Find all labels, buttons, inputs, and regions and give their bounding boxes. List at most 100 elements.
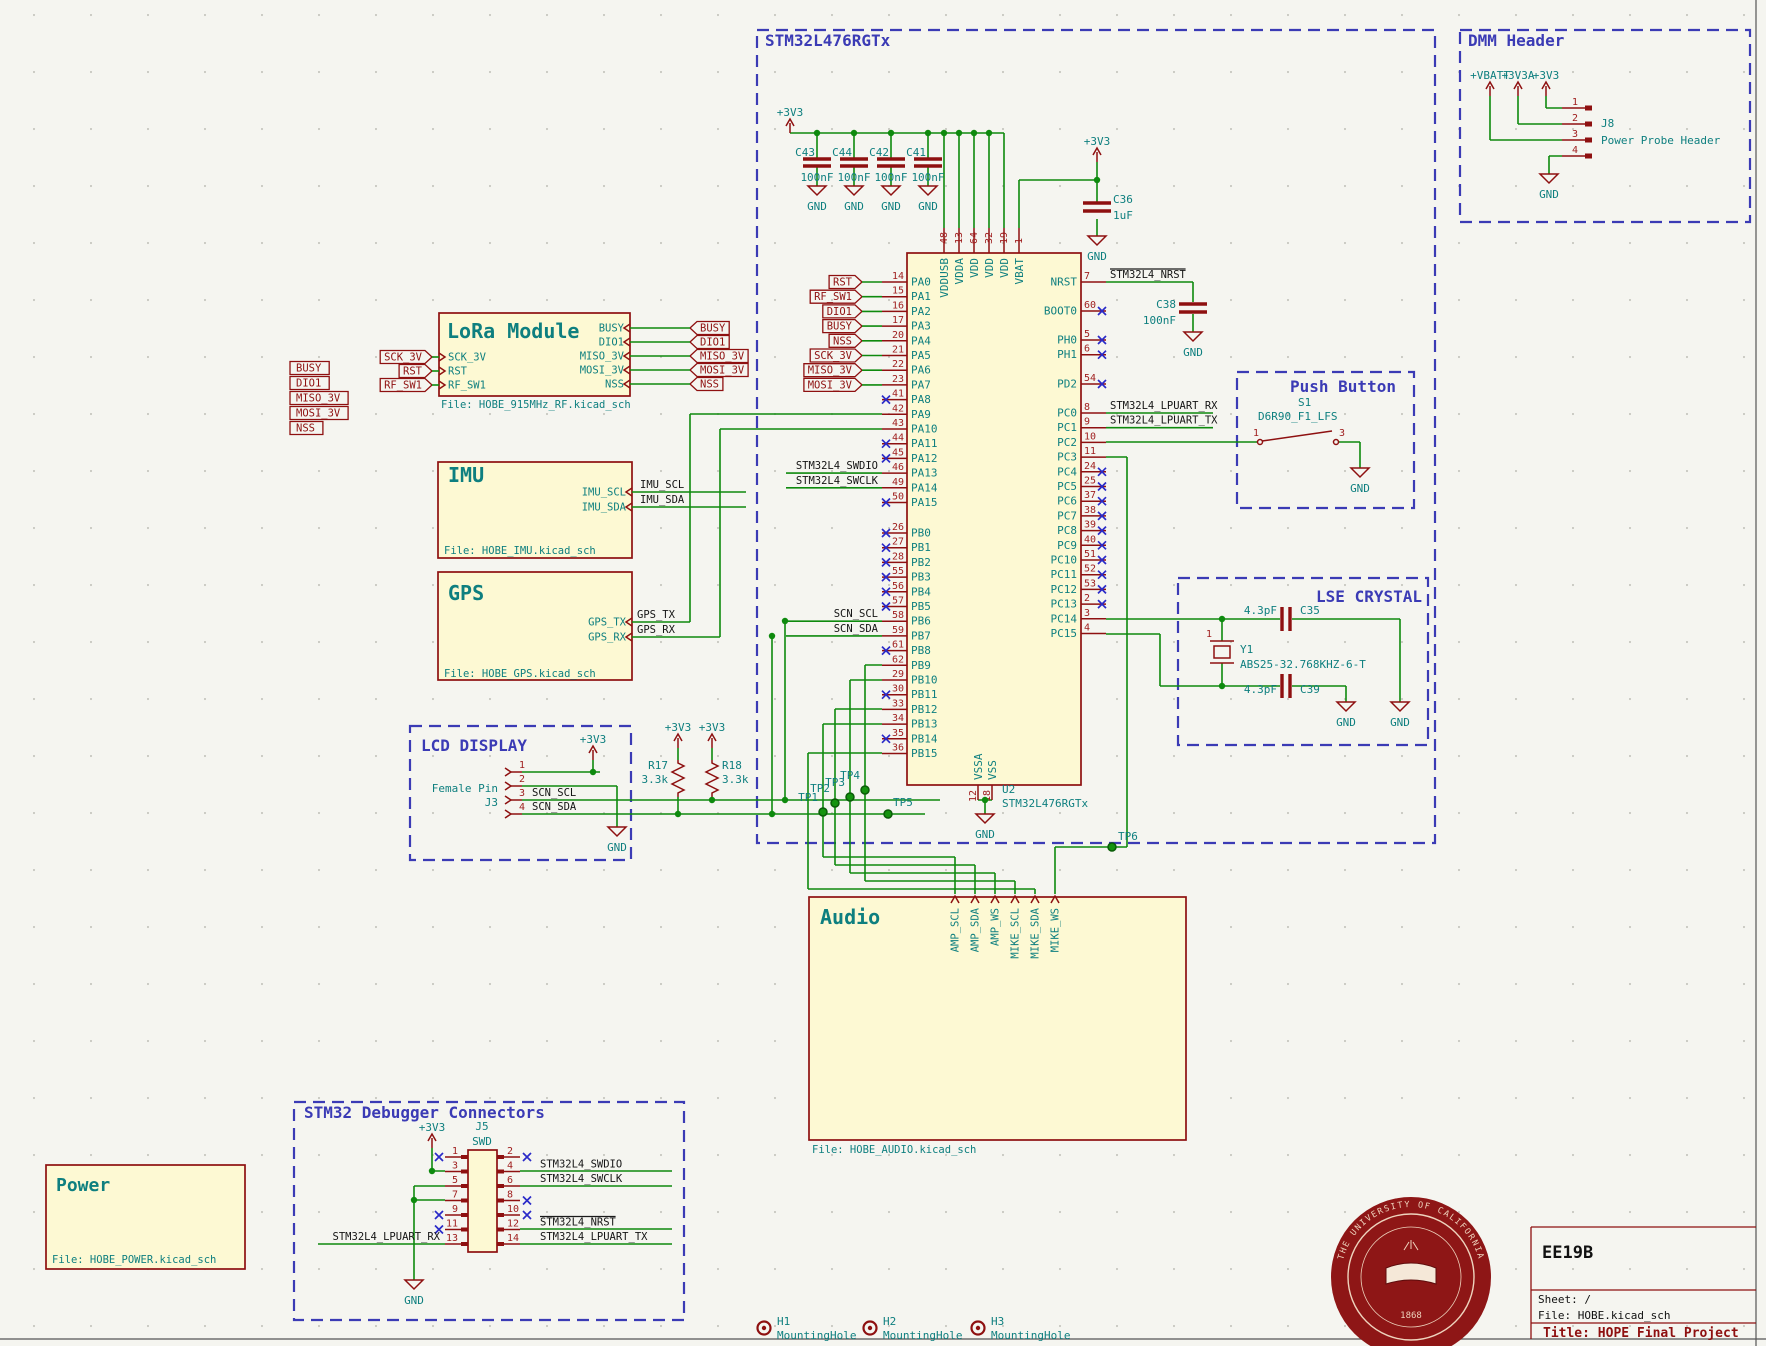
crystal-body[interactable]: [1213, 645, 1231, 659]
sheet-gps[interactable]: [437, 571, 633, 681]
hier-label[interactable]: SCK_3V: [384, 352, 423, 364]
switch-contact-left[interactable]: [1256, 438, 1264, 446]
switch-contact-right[interactable]: [1332, 438, 1340, 446]
hier-label-shape[interactable]: [828, 274, 863, 290]
hier-label-shape[interactable]: [822, 318, 863, 334]
net-label[interactable]: STM32L4_SWCLK: [796, 475, 879, 487]
hier-label[interactable]: MISO_3V: [808, 365, 853, 377]
net-label[interactable]: IMU_SCL: [640, 479, 684, 491]
resistor-r18[interactable]: [704, 760, 720, 797]
hier-label-shape[interactable]: [379, 377, 433, 393]
debug-connector-body[interactable]: [467, 1149, 498, 1253]
hier-label[interactable]: MISO_3V: [700, 351, 745, 363]
hier-label[interactable]: MOSI_3V: [808, 379, 853, 391]
switch-lever[interactable]: [1261, 430, 1333, 442]
gnd-label: GND: [1539, 188, 1559, 201]
resistor-r17[interactable]: [670, 760, 686, 797]
sheet-lora[interactable]: [438, 312, 631, 397]
hier-label-shape[interactable]: [803, 363, 863, 378]
hier-label[interactable]: MOSI_3V: [296, 408, 341, 420]
hier-label[interactable]: DIO1: [827, 306, 852, 318]
testpoint[interactable]: [830, 798, 840, 808]
net-label[interactable]: STM32L4_LPUART_TX: [540, 1231, 648, 1243]
power-flag[interactable]: [1513, 80, 1523, 96]
hier-label-shape[interactable]: [828, 333, 863, 348]
sheet-audio[interactable]: [808, 896, 1187, 1141]
hier-label[interactable]: NSS: [296, 423, 315, 435]
net-label[interactable]: STM32L4_LPUART_RX: [1110, 400, 1218, 412]
testpoint[interactable]: [883, 809, 893, 819]
power-flag[interactable]: [1485, 80, 1495, 96]
testpoint[interactable]: [860, 785, 870, 795]
hier-label-shape[interactable]: [689, 376, 724, 392]
hier-label-shape[interactable]: [822, 304, 863, 319]
hier-label-shape[interactable]: [689, 348, 749, 364]
pin-number: 33: [892, 698, 904, 709]
hier-label[interactable]: BUSY: [700, 323, 726, 335]
power-flag[interactable]: [785, 117, 795, 133]
hier-label-shape[interactable]: [809, 348, 863, 363]
hier-label[interactable]: RST: [833, 277, 853, 289]
hier-label[interactable]: BUSY: [296, 363, 322, 375]
power-flag[interactable]: [588, 744, 598, 760]
net-label[interactable]: STM32L4_SWCLK: [540, 1173, 623, 1185]
net-label[interactable]: IMU_SDA: [640, 494, 685, 506]
power-flag[interactable]: [707, 732, 717, 748]
hier-label-shape[interactable]: [689, 320, 730, 336]
hier-label[interactable]: RF_SW1: [814, 291, 852, 303]
net-label[interactable]: GPS_TX: [637, 609, 676, 621]
c35-ref: C35: [1300, 604, 1320, 617]
net-label[interactable]: SCN_SDA: [834, 623, 879, 635]
capacitor-plates[interactable]: [803, 157, 1292, 698]
testpoint[interactable]: [818, 807, 828, 817]
hier-label[interactable]: MISO_3V: [296, 393, 341, 405]
hier-label-shape[interactable]: [289, 360, 330, 376]
pin-name: PA2: [911, 305, 931, 318]
hier-label-shape[interactable]: [289, 375, 330, 391]
hier-label[interactable]: SCK_3V: [814, 350, 853, 362]
hier-label[interactable]: NSS: [833, 335, 852, 347]
hier-label[interactable]: RST: [403, 366, 423, 378]
net-label[interactable]: SCN_SCL: [532, 787, 576, 799]
hier-label-shape[interactable]: [289, 390, 349, 406]
mounting-hole[interactable]: [970, 1320, 986, 1336]
testpoint[interactable]: [1107, 842, 1117, 852]
net-label[interactable]: STM32L4_SWDIO: [796, 460, 878, 472]
power-flag[interactable]: [1541, 80, 1551, 96]
net-label[interactable]: STM32L4_NRST: [1110, 269, 1187, 281]
net-label[interactable]: SCN_SDA: [532, 801, 577, 813]
hier-label[interactable]: BUSY: [827, 321, 853, 333]
net-label[interactable]: GPS_RX: [637, 624, 676, 636]
testpoint[interactable]: [845, 792, 855, 802]
net-label[interactable]: STM32L4_SWDIO: [540, 1159, 622, 1171]
hier-label[interactable]: MOSI_3V: [700, 365, 745, 377]
hier-label-shape[interactable]: [803, 377, 863, 393]
mounting-hole[interactable]: [862, 1320, 878, 1336]
hier-label[interactable]: DIO1: [296, 378, 321, 390]
hier-label-shape[interactable]: [689, 334, 730, 350]
mcu-symbol-body[interactable]: [906, 252, 1082, 786]
power-flag[interactable]: [427, 1132, 437, 1148]
hier-label[interactable]: RF_SW1: [384, 380, 422, 392]
net-label[interactable]: SCN_SCL: [834, 608, 878, 620]
hier-label-shape[interactable]: [809, 289, 863, 304]
sheet-imu[interactable]: [437, 461, 633, 559]
mounting-hole[interactable]: [756, 1320, 772, 1336]
no-connect-x: [522, 1210, 532, 1220]
sheet-power[interactable]: [45, 1164, 246, 1270]
sheet-file-audio: File: HOBE_AUDIO.kicad_sch: [812, 1144, 976, 1156]
crystal-plates[interactable]: [1210, 640, 1234, 664]
hier-label-shape[interactable]: [289, 420, 324, 436]
power-flag[interactable]: [673, 732, 683, 748]
hier-label[interactable]: DIO1: [700, 337, 725, 349]
net-label[interactable]: STM32L4_NRST: [540, 1217, 617, 1229]
hier-label-shape[interactable]: [379, 349, 433, 365]
net-label[interactable]: STM32L4_LPUART_TX: [1110, 415, 1218, 427]
sheet-pin: AMP_SCL: [950, 908, 962, 952]
hier-label-shape[interactable]: [689, 362, 749, 378]
hier-label[interactable]: NSS: [700, 379, 719, 391]
net-label[interactable]: STM32L4_LPUART_RX: [333, 1231, 441, 1243]
hier-label-shape[interactable]: [289, 405, 349, 421]
hier-label-shape[interactable]: [398, 363, 433, 379]
power-flag[interactable]: [1092, 146, 1102, 162]
